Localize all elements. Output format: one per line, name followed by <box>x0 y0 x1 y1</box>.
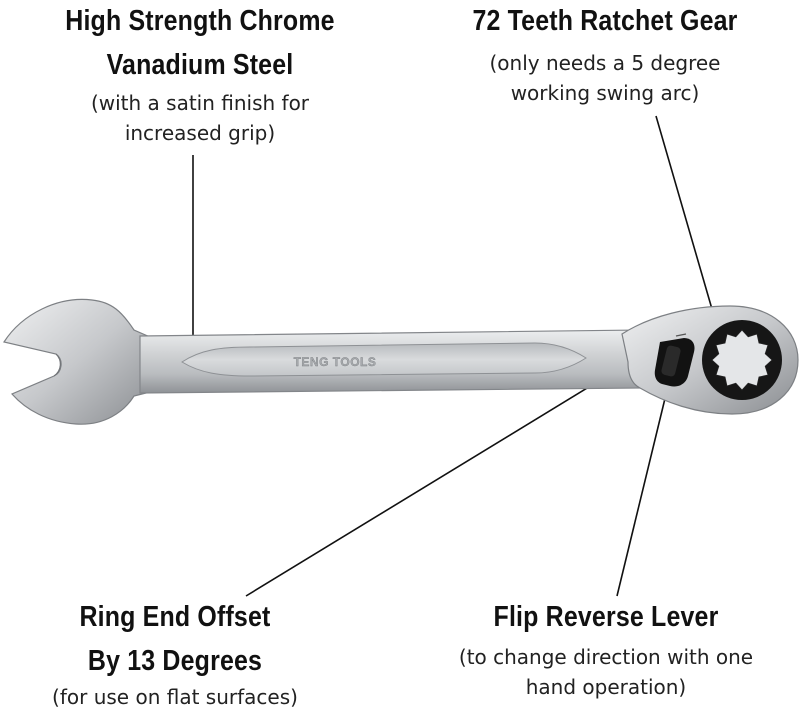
callout-title: By 13 Degrees <box>87 645 263 677</box>
gear-teeth <box>711 329 773 391</box>
callout-chrome-vanadium: High Strength Chrome Vanadium Steel (wit… <box>0 0 400 148</box>
callout-subtitle: hand operation) <box>525 675 687 699</box>
callout-reverse-lever: Flip Reverse Lever (to change direction … <box>412 596 800 702</box>
leader-offset <box>245 356 639 597</box>
callout-ratchet-gear: 72 Teeth Ratchet Gear (only needs a 5 de… <box>410 0 800 108</box>
callout-subtitle: (only needs a 5 degree <box>489 51 721 75</box>
callout-ring-offset: Ring End Offset By 13 Degrees (for use o… <box>0 596 350 712</box>
callout-subtitle: (for use on flat surfaces) <box>52 685 298 709</box>
callout-subtitle: (with a satin finish for <box>90 91 310 115</box>
leader-lever <box>616 381 670 597</box>
callout-subtitle: working swing arc) <box>510 81 700 105</box>
callout-subtitle: (to change direction with one <box>458 645 754 669</box>
open-end-head <box>3 298 151 425</box>
callout-lines <box>192 115 715 597</box>
wrench-shaft: TENG TOOLS <box>139 329 657 394</box>
brand-engraving: TENG TOOLS <box>294 355 377 369</box>
callout-subtitle: increased grip) <box>124 121 276 145</box>
callout-title: Vanadium Steel <box>106 49 294 81</box>
ratchet-head <box>621 305 799 415</box>
callout-title: High Strength Chrome <box>65 5 335 37</box>
callout-title: Flip Reverse Lever <box>493 601 719 633</box>
reverse-lever <box>654 333 695 387</box>
callout-title: Ring End Offset <box>79 601 271 633</box>
leader-gear <box>655 115 715 317</box>
callout-title: 72 Teeth Ratchet Gear <box>472 5 738 37</box>
